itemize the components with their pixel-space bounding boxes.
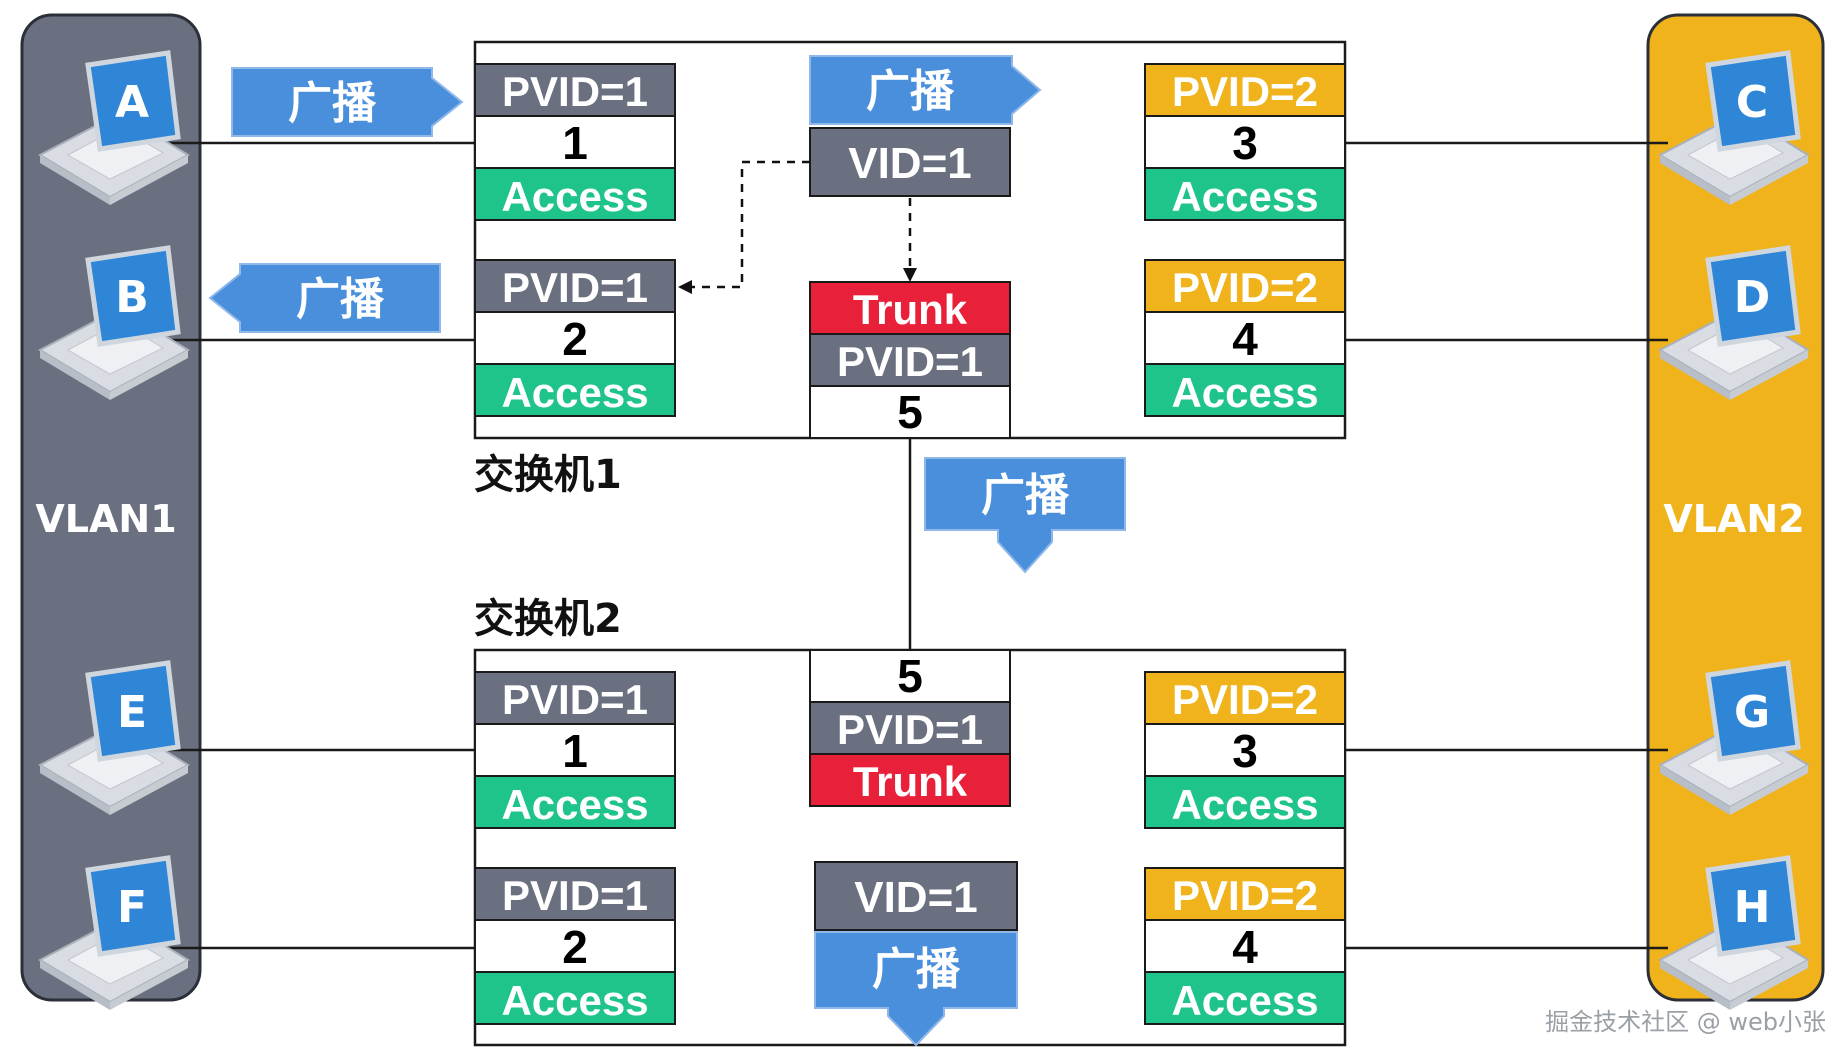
switch1-title: 交换机1 <box>474 452 622 498</box>
sw1-port4-pvid: PVID=2 <box>1172 264 1318 311</box>
sw2-trunk-pvid: PVID=1 <box>837 706 983 753</box>
switch2-title: 交换机2 <box>474 596 622 642</box>
host-b-label: B <box>115 272 149 323</box>
sw2-port1-num: 1 <box>562 725 588 777</box>
sw2-port4[interactable]: PVID=2 4 Access <box>1144 867 1346 1025</box>
broadcast-out-label: 广播 <box>296 274 385 325</box>
host-links <box>165 141 1668 950</box>
host-h-label: H <box>1734 882 1771 933</box>
sw1-port4-mode: Access <box>1171 369 1318 416</box>
sw2-port1-mode: Access <box>501 781 648 828</box>
broadcast-down-label: 广播 <box>981 470 1070 521</box>
sw2-port2-mode: Access <box>501 977 648 1024</box>
sw1-port3-mode: Access <box>1171 173 1318 220</box>
host-d[interactable]: D <box>1660 248 1808 400</box>
sw2-port2-num: 2 <box>562 921 588 973</box>
sw1-frame-label: 广播 <box>866 66 955 117</box>
sw1-port3[interactable]: PVID=2 3 Access <box>1144 63 1346 221</box>
sw2-port4-mode: Access <box>1171 977 1318 1024</box>
host-a-label: A <box>115 77 149 128</box>
broadcast-in-arrow: 广播 <box>231 67 464 137</box>
sw2-port1[interactable]: PVID=1 1 Access <box>474 671 676 829</box>
forward-arrowhead-down <box>903 268 917 282</box>
host-f-label: F <box>117 882 147 933</box>
sw1-trunk-num: 5 <box>897 386 923 438</box>
broadcast-down-arrow: 广播 <box>924 457 1126 574</box>
sw1-port2-mode: Access <box>501 369 648 416</box>
sw2-port4-pvid: PVID=2 <box>1172 872 1318 919</box>
host-e-label: E <box>117 687 147 738</box>
sw2-port3-num: 3 <box>1232 725 1258 777</box>
sw1-port2[interactable]: PVID=1 2 Access <box>474 259 676 417</box>
sw1-trunk-port5[interactable]: Trunk PVID=1 5 <box>809 281 1011 439</box>
sw2-frame-vid: VID=1 <box>854 873 978 922</box>
host-h[interactable]: H <box>1660 858 1808 1010</box>
sw2-trunk-num: 5 <box>897 650 923 702</box>
sw1-port1-mode: Access <box>501 173 648 220</box>
sw1-frame-vid: VID=1 <box>848 139 972 188</box>
host-f[interactable]: F <box>40 858 188 1010</box>
sw1-port3-pvid: PVID=2 <box>1172 68 1318 115</box>
broadcast-in-label: 广播 <box>288 78 377 129</box>
sw2-port2[interactable]: PVID=1 2 Access <box>474 867 676 1025</box>
sw1-trunk-pvid: PVID=1 <box>837 338 983 385</box>
host-a[interactable]: A <box>40 53 188 205</box>
host-b[interactable]: B <box>40 248 188 400</box>
sw1-port2-num: 2 <box>562 313 588 365</box>
sw1-port3-num: 3 <box>1232 117 1258 169</box>
sw2-frame-block: VID=1 广播 <box>814 861 1018 1047</box>
host-c[interactable]: C <box>1660 53 1808 205</box>
sw2-frame-label: 广播 <box>872 944 961 995</box>
sw2-trunk-port5[interactable]: 5 PVID=1 Trunk <box>809 649 1011 807</box>
vlan1-label: VLAN1 <box>35 497 176 541</box>
host-e[interactable]: E <box>40 663 188 815</box>
sw2-port1-pvid: PVID=1 <box>502 676 648 723</box>
sw1-port1[interactable]: PVID=1 1 Access <box>474 63 676 221</box>
broadcast-out-arrow: 广播 <box>208 263 441 333</box>
sw1-port1-num: 1 <box>562 117 588 169</box>
host-g[interactable]: G <box>1660 663 1808 815</box>
host-g-label: G <box>1734 687 1770 738</box>
watermark: 掘金技术社区 @ web小张 <box>1545 1008 1826 1036</box>
sw2-port3-pvid: PVID=2 <box>1172 676 1318 723</box>
sw1-port1-pvid: PVID=1 <box>502 68 648 115</box>
host-d-label: D <box>1734 272 1771 323</box>
sw2-port3-mode: Access <box>1171 781 1318 828</box>
sw1-frame-block: 广播 VID=1 <box>809 55 1042 197</box>
forward-arrowhead-left <box>678 280 692 294</box>
host-c-label: C <box>1736 77 1768 128</box>
sw1-port4-num: 4 <box>1232 313 1258 365</box>
sw2-port4-num: 4 <box>1232 921 1258 973</box>
sw2-trunk-mode: Trunk <box>853 758 968 805</box>
sw1-port4[interactable]: PVID=2 4 Access <box>1144 259 1346 417</box>
vlan2-label: VLAN2 <box>1663 497 1804 541</box>
sw1-trunk-mode: Trunk <box>853 286 968 333</box>
sw2-port2-pvid: PVID=1 <box>502 872 648 919</box>
forward-path <box>690 160 912 289</box>
sw1-port2-pvid: PVID=1 <box>502 264 648 311</box>
sw2-port3[interactable]: PVID=2 3 Access <box>1144 671 1346 829</box>
